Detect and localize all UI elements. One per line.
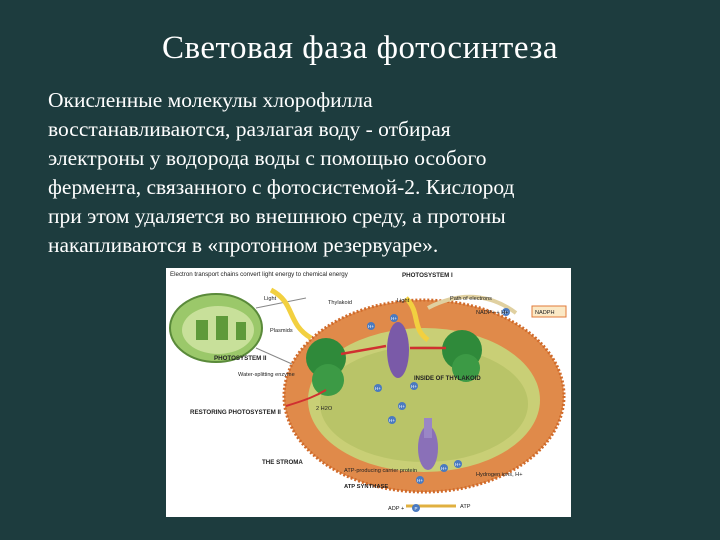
paragraph-line: электроны у водорода воды с помощью особ…: [48, 146, 487, 170]
paragraph-line: накапливаются в «протонном резервуаре».: [48, 233, 439, 257]
inside-thylakoid-label: INSIDE OF THYLAKOID: [414, 376, 481, 382]
light-ray-right: [404, 296, 430, 343]
photosystem-1-complex: [452, 354, 480, 382]
svg-text:H+: H+: [411, 384, 417, 389]
phosphate-label: P: [414, 506, 417, 511]
nadp-label: NADP+ + H+: [476, 310, 509, 316]
atp-synthase-label: ATP SYNTHASE: [344, 484, 388, 490]
nadph-box: [531, 305, 567, 318]
water-label: 2 H2O: [316, 406, 333, 412]
light-left-label: Light: [264, 296, 277, 302]
plasmids-label: Plasmids: [270, 328, 293, 334]
adp-label: ADP +: [388, 506, 404, 512]
restoring-label: RESTORING PHOTOSYSTEM II: [190, 409, 281, 416]
paragraph-line: при этом удаляется во внешнюю среду, а п…: [48, 204, 506, 228]
diagram-svg: H+ H+ H+ H+ H+ H+ H+ H+ H+ H+ P Electron…: [169, 271, 567, 512]
granum-stack: [236, 322, 246, 340]
stroma-label: THE STROMA: [262, 459, 303, 466]
hydrogen-ion-group: [367, 308, 510, 484]
granum-stack: [196, 320, 208, 340]
svg-text:H+: H+: [417, 478, 423, 483]
diagram-header: Electron transport chains convert light …: [170, 271, 349, 278]
photosystem-1-label: PHOTOSYSTEM I: [402, 272, 453, 279]
photosystem-2-label: PHOTOSYSTEM II: [214, 355, 267, 362]
svg-text:H+: H+: [375, 386, 381, 391]
svg-text:H+: H+: [455, 462, 461, 467]
paragraph-line: Окисленные молекулы хлорофилла: [48, 88, 373, 112]
atp-synthase-shape: [418, 426, 438, 470]
svg-text:H+: H+: [441, 466, 447, 471]
electron-arrow: [340, 344, 446, 356]
svg-text:H+: H+: [389, 418, 395, 423]
svg-text:H+: H+: [399, 404, 405, 409]
water-splitting-label: Water-splitting enzyme: [238, 372, 295, 378]
light-ray-left: [269, 287, 313, 341]
electron-path: [427, 294, 518, 315]
paragraph-line: восстанавливаются, разлагая воду - отбир…: [48, 117, 451, 141]
photosystem-2-complex: [312, 364, 344, 396]
photosynthesis-diagram: H+ H+ H+ H+ H+ H+ H+ H+ H+ H+ P Electron…: [166, 268, 571, 517]
paragraph-line: фермента, связанного с фотосистемой-2. К…: [48, 175, 515, 199]
atp-enzyme-label: ATP-producing carrier protein: [344, 468, 417, 474]
hydrogen-ion-labels: H+ H+ H+ H+ H+ H+ H+ H+ H+ H+: [368, 310, 509, 483]
svg-text:H+: H+: [368, 324, 374, 329]
atp-synthase-stalk: [424, 418, 432, 438]
hydrogen-ions-label: Hydrogen ions, H+: [476, 472, 523, 478]
thylakoid-membrane-edge: [282, 298, 566, 494]
thylakoid-label: Thylakoid: [328, 300, 352, 306]
phosphate-circle: [412, 504, 420, 512]
granum-stack: [216, 316, 228, 340]
svg-text:H+: H+: [391, 316, 397, 321]
path-of-electrons-label: Path of electrons: [450, 296, 492, 302]
water-arrow: [285, 389, 327, 407]
slide-paragraph: Окисленные молекулы хлорофилла восстанав…: [48, 86, 688, 260]
slide-title: Световая фаза фотосинтеза: [161, 30, 559, 66]
light-right-label: Light: [397, 298, 410, 304]
atp-label: ATP: [460, 504, 471, 510]
nadph-label: NADPH: [535, 310, 555, 316]
svg-text:H+: H+: [503, 310, 509, 315]
cytochrome-complex: [387, 322, 409, 378]
